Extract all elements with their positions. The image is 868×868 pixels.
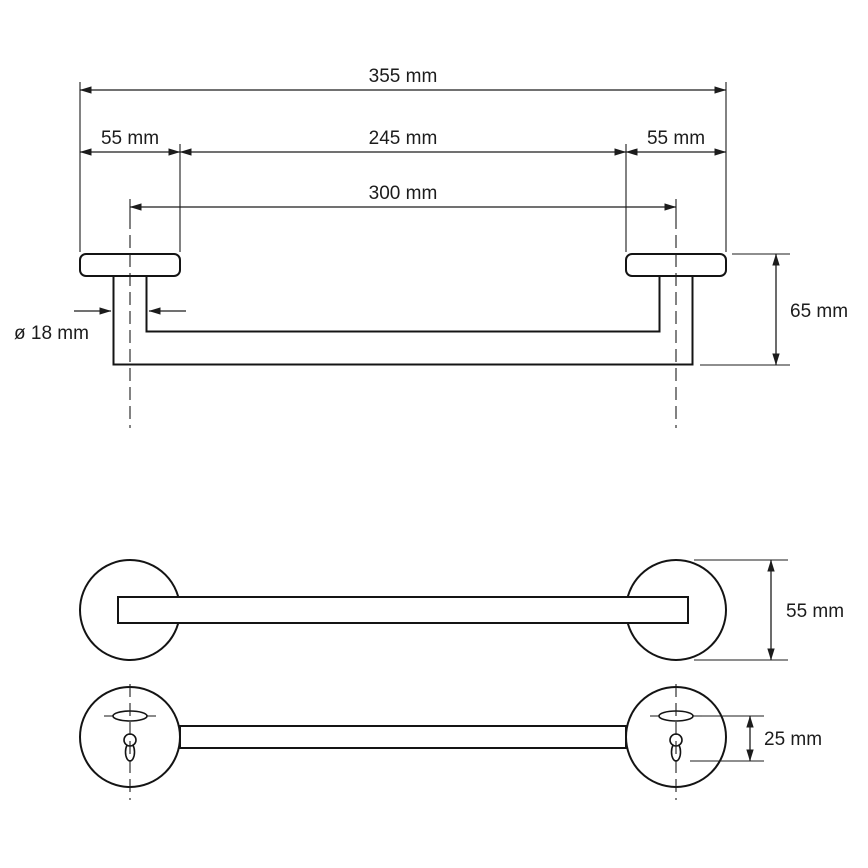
dim-height: 65 mm — [700, 253, 848, 366]
dim-hole-spacing: 25 mm — [690, 715, 822, 762]
front-view: 355 mm 55 mm 245 mm 55 mm 300 mm — [14, 66, 848, 428]
mounting-view: 25 mm — [79, 684, 822, 800]
dim-hole-spacing-label: 25 mm — [764, 729, 822, 750]
dim-mounting-distance-label: 300 mm — [369, 183, 438, 204]
dim-right-segment: 55 mm — [625, 128, 727, 156]
dim-center-segment: 245 mm — [179, 128, 627, 156]
dim-right-segment-label: 55 mm — [647, 128, 705, 149]
dim-plate-diameter-label: 55 mm — [786, 601, 844, 622]
dim-left-segment-label: 55 mm — [101, 128, 159, 149]
towel-bar-body — [112, 276, 694, 366]
bar-profile — [117, 596, 689, 624]
side-view: 55 mm — [79, 559, 844, 661]
dim-bar-diameter-label: ø 18 mm — [14, 323, 89, 344]
dim-mounting-distance: 300 mm — [129, 183, 677, 211]
dim-center-segment-label: 245 mm — [369, 128, 438, 149]
dim-left-segment: 55 mm — [79, 128, 181, 156]
dim-total-width: 355 mm — [79, 66, 727, 94]
dim-total-width-label: 355 mm — [369, 66, 438, 87]
dim-plate-diameter: 55 mm — [694, 559, 844, 661]
dim-height-label: 65 mm — [790, 301, 848, 322]
bar-front — [179, 725, 627, 749]
dim-bar-diameter: ø 18 mm — [14, 307, 186, 344]
